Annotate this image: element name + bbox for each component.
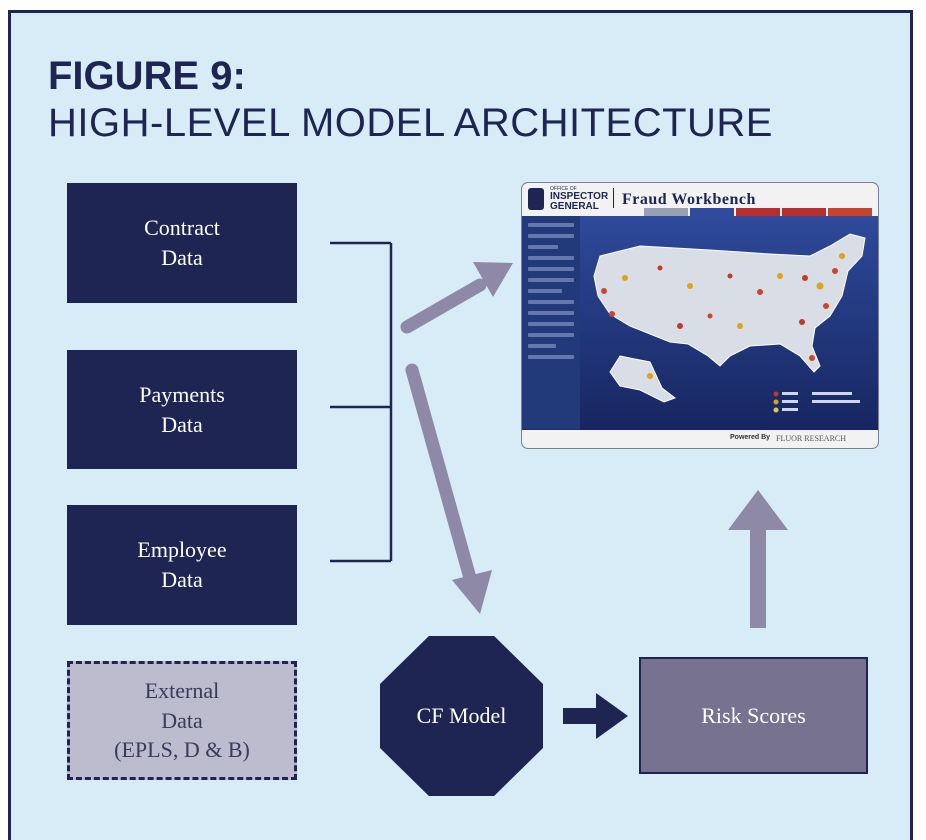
contract-data-box: Contract Data xyxy=(67,183,297,303)
agency-line-1: OFFICE OF xyxy=(550,186,577,192)
map-legend xyxy=(773,391,860,413)
payments-data-label: Payments Data xyxy=(139,381,225,437)
cf-model-label: CF Model xyxy=(416,703,507,729)
alaska-shape xyxy=(609,355,677,403)
risk-scores-box: Risk Scores xyxy=(639,657,868,774)
workbench-sidebar xyxy=(522,216,580,429)
contract-data-label: Contract Data xyxy=(144,215,220,270)
agency-shield-icon xyxy=(528,188,544,210)
powered-by-label: Powered By xyxy=(730,434,771,441)
payments-data-box: Payments Data xyxy=(67,350,297,469)
vendor-logo-text: FLUOR RESEARCH xyxy=(776,434,847,443)
external-data-box: External Data (EPLS, D & B) xyxy=(67,661,297,780)
fraud-workbench-screenshot: OFFICE OF INSPECTOR GENERAL Fraud Workbe… xyxy=(522,183,878,448)
workbench-tabs xyxy=(644,208,874,216)
bracket-connector xyxy=(330,241,393,563)
agency-line-2: INSPECTOR xyxy=(550,191,609,202)
tab-5 xyxy=(828,208,872,216)
figure-title: HIGH-LEVEL MODEL ARCHITECTURE xyxy=(48,101,773,145)
map-svg xyxy=(593,233,866,413)
external-data-label: External Data (EPLS, D & B) xyxy=(114,677,250,763)
arrow-model-to-risk xyxy=(563,693,628,739)
agency-name: OFFICE OF INSPECTOR GENERAL xyxy=(550,187,608,212)
cf-model-octagon: CF Model xyxy=(380,636,543,796)
us-risk-map xyxy=(580,216,878,430)
risk-dots xyxy=(601,253,845,379)
workbench-footer: Powered By FLUOR RESEARCH xyxy=(522,430,878,448)
arrow-risk-to-workbench xyxy=(728,490,788,628)
us-mainland-shape xyxy=(593,233,866,373)
tab-3 xyxy=(736,208,780,216)
arrow-to-workbench xyxy=(400,262,513,334)
figure-number: FIGURE 9: xyxy=(48,54,246,98)
workbench-header: OFFICE OF INSPECTOR GENERAL Fraud Workbe… xyxy=(522,183,878,216)
employee-data-box: Employee Data xyxy=(67,505,297,625)
arrow-to-model xyxy=(405,363,492,614)
tab-1 xyxy=(644,208,688,216)
workbench-title: Fraud Workbench xyxy=(622,191,756,208)
header-divider xyxy=(613,188,614,208)
agency-line-3: GENERAL xyxy=(550,201,599,212)
employee-data-label: Employee Data xyxy=(137,537,227,592)
tab-4 xyxy=(782,208,826,216)
risk-scores-label: Risk Scores xyxy=(701,702,806,728)
tab-2 xyxy=(690,208,734,216)
